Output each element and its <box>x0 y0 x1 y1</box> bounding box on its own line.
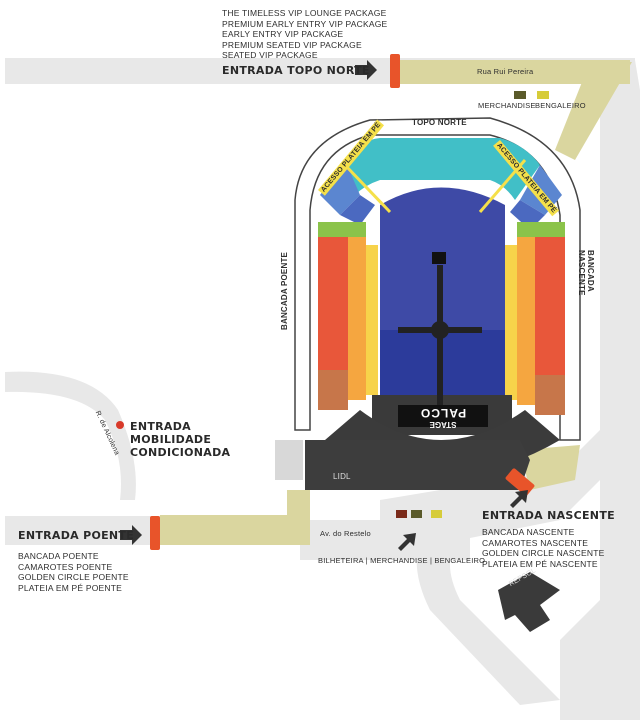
package-item: THE TIMELESS VIP LOUNGE PACKAGE <box>222 8 387 18</box>
lidl-building <box>305 440 530 490</box>
entrance-bar-norte <box>390 54 400 88</box>
stage-label: STAGE PALCO <box>400 406 486 429</box>
poente-item: CAMAROTES POENTE <box>18 561 113 572</box>
east-sections <box>318 222 565 415</box>
swatch-bilheteira <box>396 510 407 518</box>
mobility-marker-icon <box>116 421 124 429</box>
entrance-bar-poente <box>150 516 160 550</box>
entrance-bar-nascente <box>505 468 535 496</box>
stadium <box>294 117 581 441</box>
package-list: THE TIMELESS VIP LOUNGE PACKAGE PREMIUM … <box>222 8 387 61</box>
legend-bottom: BILHETEIRA | MERCHANDISE | BENGALEIRO <box>318 556 486 565</box>
poente-item: GOLDEN CIRCLE POENTE <box>18 572 129 582</box>
swatch-bengaleiro-top <box>537 91 549 99</box>
street-rui-pereira: Rua Rui Pereira <box>477 67 534 76</box>
stand-nascente: BANCADA NASCENTE <box>577 250 595 296</box>
package-item: EARLY ENTRY VIP PACKAGE <box>222 29 344 39</box>
entrance-poente-label[interactable]: ENTRADA POENTE <box>18 529 135 542</box>
arrow-bilheteira-icon <box>398 533 416 551</box>
nascente-list: BANCADA NASCENTE CAMAROTES NASCENTE GOLD… <box>482 527 604 569</box>
legend-merch-top: MERCHANDISE <box>478 101 536 110</box>
swatch-bengaleiro-bottom <box>431 510 442 518</box>
stand-poente: BANCADA POENTE <box>280 251 289 330</box>
nascente-item: BANCADA NASCENTE <box>482 527 575 537</box>
arrow-poente-icon <box>120 525 142 545</box>
walkways <box>160 60 632 545</box>
entrance-nascente-label[interactable]: ENTRADA NASCENTE <box>482 509 615 522</box>
poente-list: BANCADA POENTE CAMAROTES POENTE GOLDEN C… <box>18 551 129 593</box>
package-item: SEATED VIP PACKAGE <box>222 50 318 60</box>
poente-item: BANCADA POENTE <box>18 551 99 561</box>
arrow-norte-icon <box>355 60 377 80</box>
mobilidade-line: ENTRADA <box>130 420 191 433</box>
stage-word: STAGE <box>429 420 457 429</box>
nascente-item: GOLDEN CIRCLE NASCENTE <box>482 548 605 558</box>
mobilidade-line: CONDICIONADA <box>130 446 231 459</box>
nascente-item: CAMAROTES NASCENTE <box>482 537 589 548</box>
entrance-mobilidade-label[interactable]: ENTRADA MOBILIDADE CONDICIONADA <box>130 420 230 459</box>
entrance-norte-label[interactable]: ENTRADA TOPO NORTE <box>222 64 370 77</box>
acesso-arrow-left <box>343 163 392 214</box>
swatch-merch-bottom <box>411 510 422 518</box>
package-item: PREMIUM SEATED VIP PACKAGE <box>222 39 362 50</box>
lidl-label: LIDL <box>333 472 351 481</box>
mobilidade-line: MOBILIDADE <box>130 433 212 446</box>
poente-item: PLATEIA EM PÉ POENTE <box>18 582 122 593</box>
arrow-nascente-icon <box>510 490 528 508</box>
stand-topo-norte: TOPO NORTE <box>412 118 467 127</box>
legend-bengaleiro-top: BENGALEIRO <box>535 101 586 110</box>
swatch-merch-top <box>514 91 526 99</box>
lidl-stripes <box>275 440 303 480</box>
street-av-restelo: Av. do Restelo <box>320 529 371 538</box>
repsol-building <box>498 572 560 632</box>
west-sections <box>318 225 378 410</box>
nascente-item: PLATEIA EM PÉ NASCENTE <box>482 558 598 569</box>
package-item: PREMIUM EARLY ENTRY VIP PACKAGE <box>222 18 388 29</box>
palco-word: PALCO <box>419 406 467 420</box>
